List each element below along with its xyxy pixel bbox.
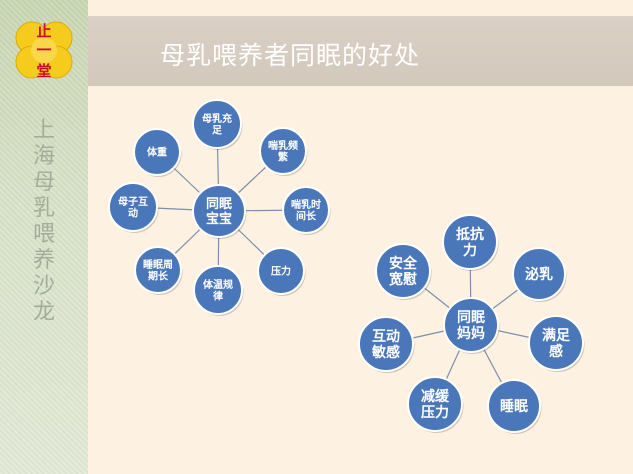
node-circle bbox=[192, 184, 246, 238]
center-label: 宝宝 bbox=[206, 211, 232, 227]
node-label: 体温规 bbox=[203, 278, 233, 291]
node-label: 泌乳 bbox=[525, 266, 553, 283]
sidebar-char: 乳 bbox=[32, 196, 55, 221]
node-label: 间长 bbox=[296, 209, 317, 222]
node-label: 喘乳时 bbox=[291, 198, 321, 211]
node-label: 足 bbox=[212, 124, 223, 136]
node-label: 动 bbox=[128, 206, 138, 219]
node-circle bbox=[133, 128, 181, 176]
node-circle bbox=[443, 297, 499, 353]
satellite-node: 泌乳 bbox=[512, 247, 567, 302]
node-circle bbox=[108, 182, 158, 232]
node-circle bbox=[134, 246, 182, 294]
node-circle bbox=[193, 265, 243, 315]
page-title: 母乳喂养者同眠的好处 bbox=[160, 41, 421, 70]
node-label: 律 bbox=[213, 289, 223, 302]
node-label: 力 bbox=[463, 242, 477, 259]
node-circle bbox=[512, 247, 566, 301]
node-label: 压力 bbox=[421, 404, 449, 421]
logo-icon: 止 一 堂 bbox=[15, 21, 73, 80]
logo-char-2: 一 bbox=[36, 41, 51, 59]
node-circle bbox=[528, 315, 584, 371]
node-label: 睡眠周 bbox=[143, 258, 173, 271]
sidebar-char: 沙 bbox=[32, 274, 55, 299]
logo-char-3: 堂 bbox=[36, 62, 51, 80]
node-label: 母子互 bbox=[118, 196, 148, 208]
top-strip bbox=[88, 0, 633, 16]
satellite-node: 满足感 bbox=[528, 315, 585, 372]
node-label: 安全 bbox=[389, 255, 418, 272]
sidebar-char: 海 bbox=[32, 144, 55, 169]
node-label: 体重 bbox=[147, 146, 167, 159]
node-circle bbox=[192, 99, 242, 149]
title-band bbox=[88, 16, 633, 86]
center-label: 妈妈 bbox=[457, 325, 485, 342]
node-circle bbox=[259, 127, 307, 175]
satellite-node: 体重 bbox=[133, 128, 182, 177]
node-circle bbox=[282, 186, 330, 234]
node-label: 满足 bbox=[542, 327, 571, 344]
sidebar-char: 母 bbox=[32, 170, 55, 195]
node-label: 睡眠 bbox=[500, 399, 528, 415]
center-label: 同眠 bbox=[206, 197, 232, 212]
sidebar-vertical-text: 上 海 母 乳 喂 养 沙 龙 bbox=[30, 118, 58, 326]
node-circle bbox=[375, 243, 431, 299]
node-circle bbox=[257, 247, 305, 295]
sidebar-char: 喂 bbox=[32, 222, 55, 247]
node-label: 减缓 bbox=[421, 388, 450, 405]
node-label: 感 bbox=[549, 343, 563, 360]
node-circle bbox=[358, 316, 414, 372]
satellite-node: 抵抗力 bbox=[442, 214, 499, 271]
node-circle bbox=[407, 376, 463, 432]
node-circle bbox=[442, 214, 498, 270]
node-label: 繁 bbox=[277, 150, 289, 163]
satellite-node: 睡眠 bbox=[487, 379, 542, 434]
node-label: 敏感 bbox=[371, 344, 400, 361]
node-label: 母乳充 bbox=[202, 112, 232, 125]
sidebar-char: 上 bbox=[32, 118, 55, 143]
node-circle bbox=[487, 379, 541, 433]
logo-char-1: 止 bbox=[36, 22, 51, 40]
sidebar-char: 养 bbox=[32, 248, 55, 273]
node-label: 期长 bbox=[148, 269, 169, 282]
node-label: 抵抗 bbox=[456, 226, 484, 243]
satellite-node: 压力 bbox=[257, 247, 306, 296]
sidebar-char: 龙 bbox=[32, 300, 55, 325]
node-label: 压力 bbox=[271, 265, 291, 278]
node-label: 喘乳频 bbox=[268, 139, 298, 152]
center-label: 同眠 bbox=[457, 310, 485, 326]
node-label: 互动 bbox=[372, 328, 400, 345]
sidebar-band bbox=[0, 0, 88, 474]
node-label: 宽慰 bbox=[389, 271, 417, 288]
